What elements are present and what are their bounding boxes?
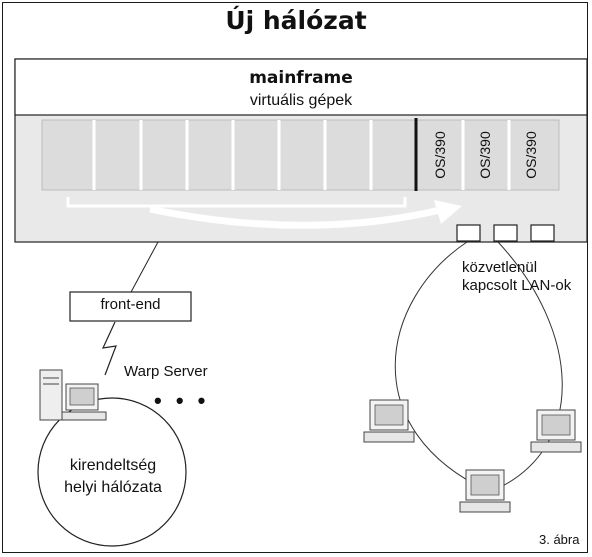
os-label: OS/390 bbox=[477, 131, 493, 179]
lan-label-line2: kapcsolt LAN-ok bbox=[462, 277, 572, 294]
branch-label-line1: kirendeltség bbox=[69, 457, 157, 474]
lightning-link bbox=[101, 321, 117, 376]
lan-port-3 bbox=[530, 224, 555, 242]
branch-network-circle bbox=[37, 397, 187, 547]
branch-label-line2: helyi hálózata bbox=[64, 479, 162, 496]
migration-bracket bbox=[66, 197, 407, 208]
mainframe-frontend-link bbox=[129, 241, 159, 295]
figure-number: 3. ábra bbox=[539, 532, 580, 547]
server-computer-icon bbox=[39, 369, 107, 421]
virtual-machine-slots bbox=[92, 120, 511, 190]
virtual-machine-area bbox=[41, 119, 560, 191]
lan-computer-icon bbox=[363, 399, 415, 443]
lan-port-2 bbox=[493, 224, 518, 242]
mainframe-header bbox=[14, 58, 588, 116]
virtual-machines-label: virtuális gépek bbox=[249, 92, 353, 109]
lan-port-1 bbox=[456, 224, 481, 242]
os-label: OS/390 bbox=[432, 131, 448, 179]
migration-arrow bbox=[149, 205, 441, 229]
mainframe-label: mainframe bbox=[249, 68, 353, 88]
lan-computer-icon bbox=[530, 409, 582, 453]
front-end-box bbox=[69, 291, 192, 322]
figure-frame bbox=[2, 2, 588, 553]
warp-server-label: Warp Server bbox=[124, 363, 208, 380]
diagram-title: Új hálózat bbox=[225, 6, 367, 35]
lan-computer-icon bbox=[459, 469, 511, 513]
migration-arrowhead bbox=[434, 200, 462, 224]
more-branches-ellipsis: • • • bbox=[154, 388, 210, 413]
lan-label-line1: közvetlenül bbox=[462, 259, 538, 276]
os-label: OS/390 bbox=[523, 131, 539, 179]
front-end-label: front-end bbox=[100, 296, 161, 313]
